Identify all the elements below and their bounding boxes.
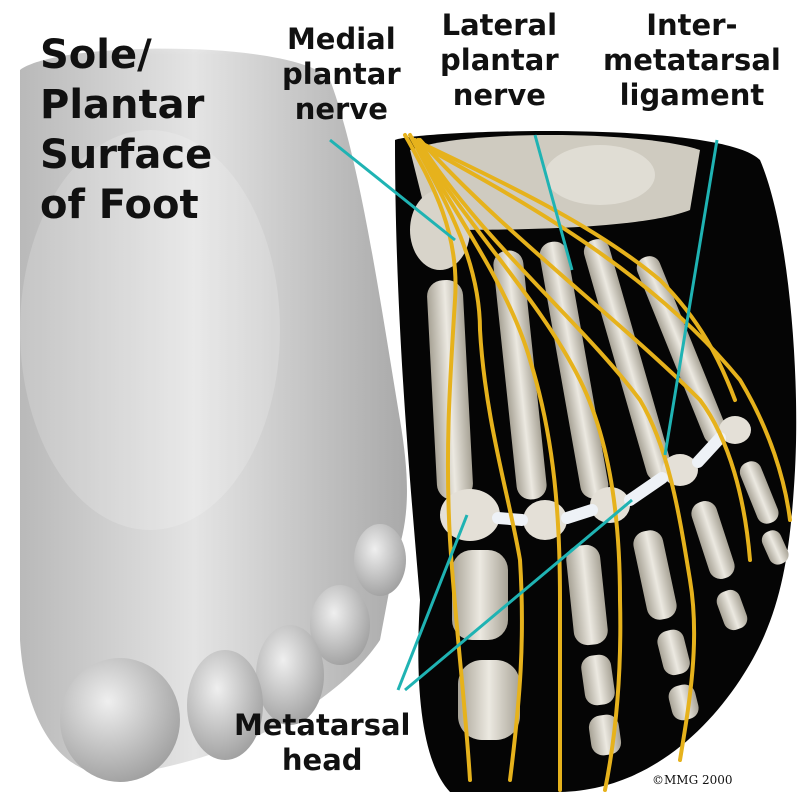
title-line-4: of Foot xyxy=(40,180,212,230)
label-line: Lateral xyxy=(440,8,559,43)
label-line: metatarsal xyxy=(603,43,781,78)
label-line: Inter- xyxy=(603,8,781,43)
title-line-2: Plantar xyxy=(40,80,212,130)
label-line: Metatarsal xyxy=(234,708,410,743)
label-line: nerve xyxy=(440,78,559,113)
label-medial-plantar-nerve: Medial plantar nerve xyxy=(282,22,401,127)
figure-title: Sole/ Plantar Surface of Foot xyxy=(40,30,212,230)
label-line: ligament xyxy=(603,78,781,113)
label-intermetatarsal-ligament: Inter- metatarsal ligament xyxy=(603,8,781,113)
label-metatarsal-head: Metatarsal head xyxy=(234,708,410,778)
title-line-3: Surface xyxy=(40,130,212,180)
label-line: plantar xyxy=(440,43,559,78)
label-line: nerve xyxy=(282,92,401,127)
title-line-1: Sole/ xyxy=(40,30,212,80)
label-lateral-plantar-nerve: Lateral plantar nerve xyxy=(440,8,559,113)
copyright-notice: ©MMG 2000 xyxy=(652,773,733,787)
label-line: Medial xyxy=(282,22,401,57)
label-line: head xyxy=(234,743,410,778)
label-line: plantar xyxy=(282,57,401,92)
